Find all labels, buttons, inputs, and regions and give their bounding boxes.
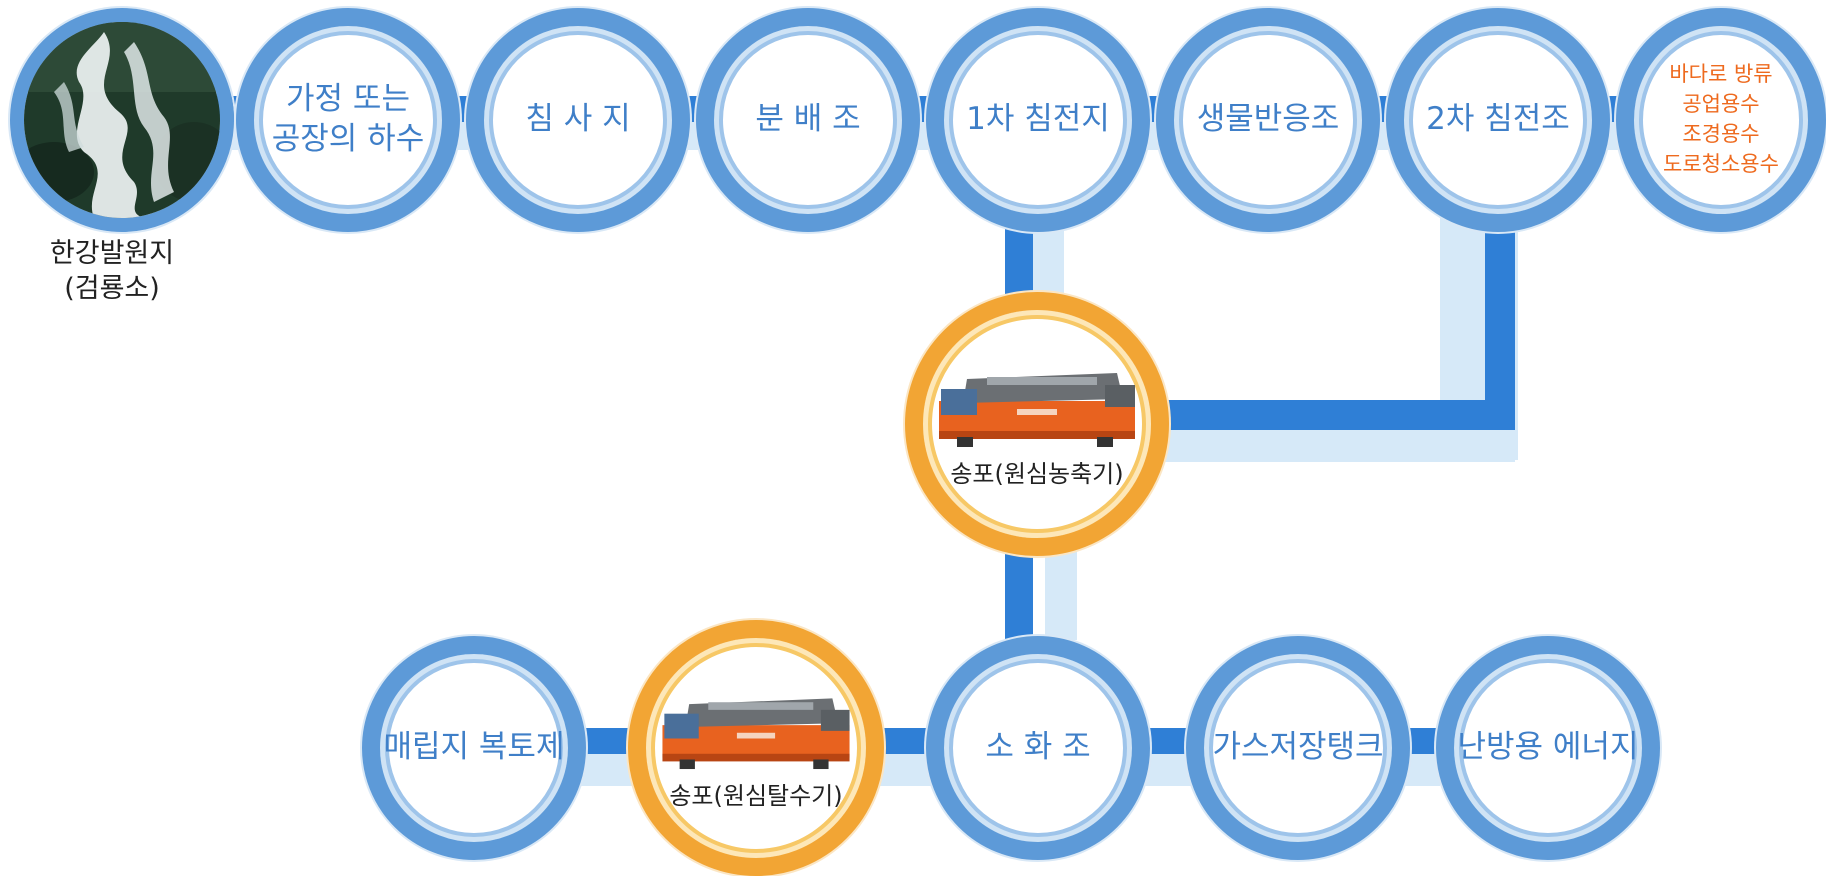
waterfall-photo-icon: [24, 22, 220, 218]
centrifuge-machine-icon: [939, 372, 1135, 447]
node-secondary-clarifier-label: 2차 침전조: [1426, 101, 1570, 138]
node-centrifugal-thickener: 송포(원심농축기): [905, 292, 1169, 556]
node-grit-chamber: 침 사 지: [466, 8, 690, 232]
node-distribution-tank-label: 분 배 조: [755, 101, 861, 138]
source-caption-line1: 한강발원지: [49, 238, 175, 269]
node-household: 가정 또는 공장의 하수: [236, 8, 460, 232]
node-centrifugal-dewaterer-label: 송포(원심탈수기): [669, 781, 843, 810]
dewaterer-content: 송포(원심탈수기): [651, 685, 861, 812]
node-secondary-clarifier: 2차 침전조: [1386, 8, 1610, 232]
node-primary-clarifier-label: 1차 침전지: [966, 101, 1110, 138]
source-caption-line2: (검룡소): [64, 273, 160, 305]
node-heating-energy: 난방용 에너지: [1436, 636, 1660, 860]
node-landfill-cover: 매립지 복토제: [362, 636, 586, 860]
node-bioreactor-label: 생물반응조: [1196, 101, 1340, 138]
node-discharge: 바다로 방류 공업용수 조경용수 도로청소용수: [1616, 8, 1826, 232]
pipe-secondary-to-thickener: [1165, 400, 1515, 430]
node-distribution-tank: 분 배 조: [696, 8, 920, 232]
node-centrifugal-dewaterer: 송포(원심탈수기): [628, 620, 884, 876]
node-gas-storage-tank: 가스저장탱크: [1186, 636, 1410, 860]
centrifuge-machine-icon: [662, 698, 850, 769]
node-discharge-label: 바다로 방류 공업용수 조경용수 도로청소용수: [1663, 62, 1779, 176]
node-primary-clarifier: 1차 침전지: [926, 8, 1150, 232]
node-centrifugal-thickener-label: 송포(원심농축기): [950, 459, 1124, 488]
node-household-label: 가정 또는 공장의 하수: [271, 81, 425, 157]
source-caption: 한강발원지 (검룡소): [0, 236, 232, 306]
node-digester: 소 화 조: [926, 636, 1150, 860]
pipe-secondary-down: [1485, 212, 1515, 422]
node-digester-label: 소 화 조: [985, 729, 1091, 766]
source-photo: [10, 8, 234, 232]
node-heating-energy-label: 난방용 에너지: [1457, 729, 1639, 766]
node-gas-storage-tank-label: 가스저장탱크: [1212, 729, 1384, 766]
node-bioreactor: 생물반응조: [1156, 8, 1380, 232]
node-grit-chamber-label: 침 사 지: [525, 101, 631, 138]
node-landfill-cover-label: 매립지 복토제: [383, 729, 565, 766]
pipe-thickener-to-digester: [1005, 540, 1033, 645]
thickener-content: 송포(원심농축기): [927, 359, 1147, 490]
